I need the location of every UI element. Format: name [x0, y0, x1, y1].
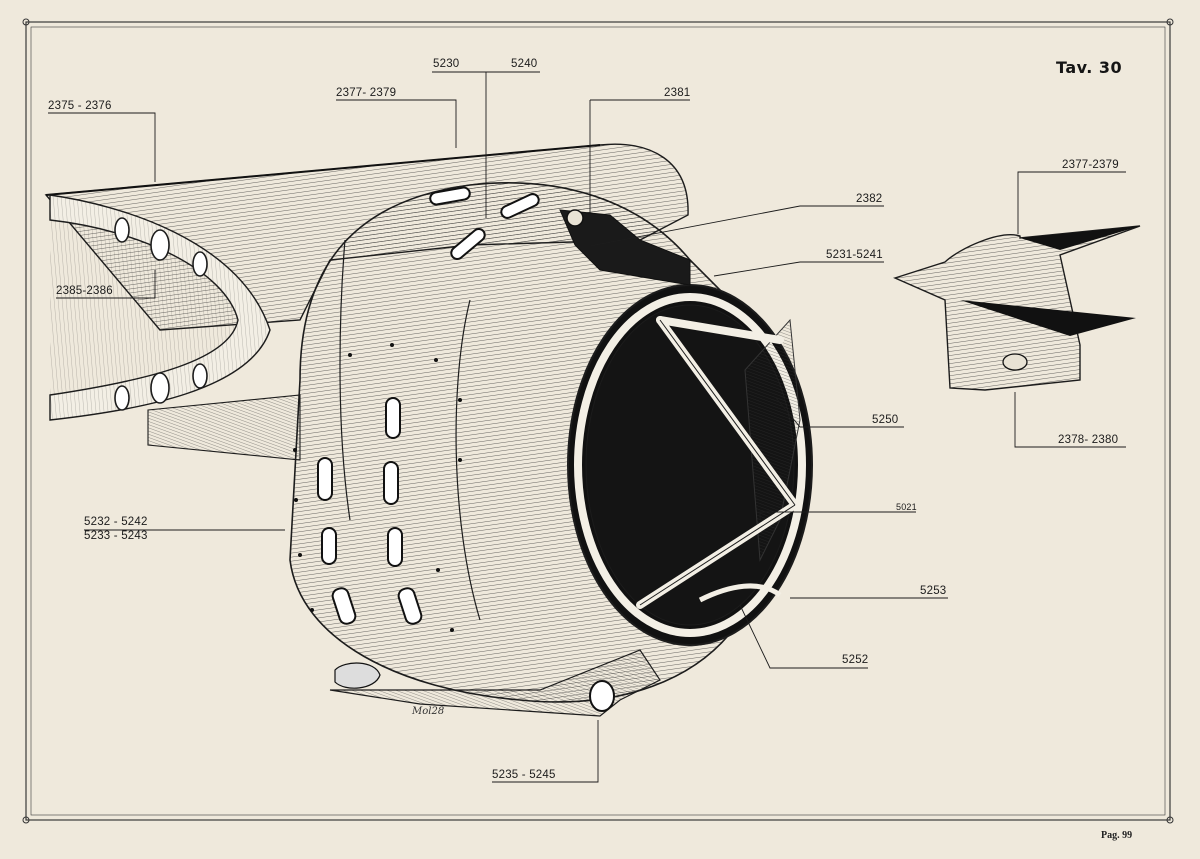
callout-2385-2386: 2385-2386 [56, 285, 113, 297]
detail-part-2377 [893, 225, 1141, 391]
page-frame [22, 18, 1174, 824]
bottom-fairing [329, 649, 661, 717]
callout-5240: 5240 [511, 58, 538, 70]
leader-lines [48, 71, 1126, 783]
lightening-holes [114, 217, 208, 411]
top-linkage [559, 209, 691, 286]
callout-2381: 2381 [664, 87, 691, 99]
callout-5231-5241: 5231-5241 [826, 249, 883, 261]
lower-plate [147, 394, 301, 461]
callout-5233-5243: 5233 - 5243 [84, 530, 148, 542]
callout-5235-5245: 5235 - 5245 [492, 769, 556, 781]
callout-5252: 5252 [842, 654, 869, 666]
rivets [293, 343, 462, 632]
page-number: Pag. 99 [1101, 830, 1133, 841]
detail-callout-2377-2379: 2377-2379 [1062, 159, 1119, 171]
callout-5232-5242: 5232 - 5242 [84, 516, 148, 528]
artist-signature: Mol28 [412, 706, 445, 717]
cooling-louvres [317, 186, 540, 625]
intake-ring [567, 284, 813, 646]
callout-2375-2376: 2375 - 2376 [48, 100, 112, 112]
callout-5021: 5021 [896, 502, 917, 512]
callout-5250: 5250 [872, 414, 899, 426]
callout-2382: 2382 [856, 193, 883, 205]
callout-2377-2379: 2377- 2379 [336, 87, 397, 99]
fork-frame [49, 194, 271, 421]
plate-title: Tav. 30 [1056, 58, 1123, 77]
callout-5253: 5253 [920, 585, 947, 597]
detail-callout-2378-2380: 2378- 2380 [1058, 434, 1119, 446]
callout-5230: 5230 [433, 58, 460, 70]
